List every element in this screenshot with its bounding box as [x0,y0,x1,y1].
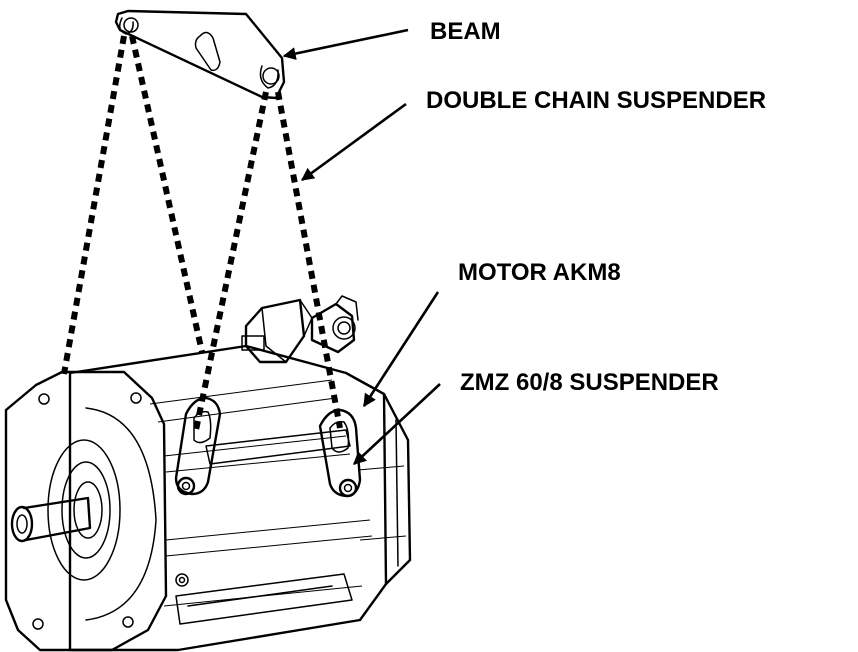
beam-leader-arrow [282,28,409,60]
motor-leader-arrow [362,291,440,408]
beam-drawing [114,9,286,100]
zmz-suspender-label: ZMZ 60/8 SUSPENDER [460,369,719,396]
zmz-suspender-leader-arrow [353,383,441,465]
motor-label: MOTOR AKM8 [458,259,621,286]
double-chain-suspender [61,35,343,431]
beam-label: BEAM [430,18,501,45]
double-chain-suspender-label: DOUBLE CHAIN SUSPENDER [426,87,766,114]
motor-akm8-drawing [4,295,412,652]
double-chain-suspender-leader-arrow [300,102,407,182]
